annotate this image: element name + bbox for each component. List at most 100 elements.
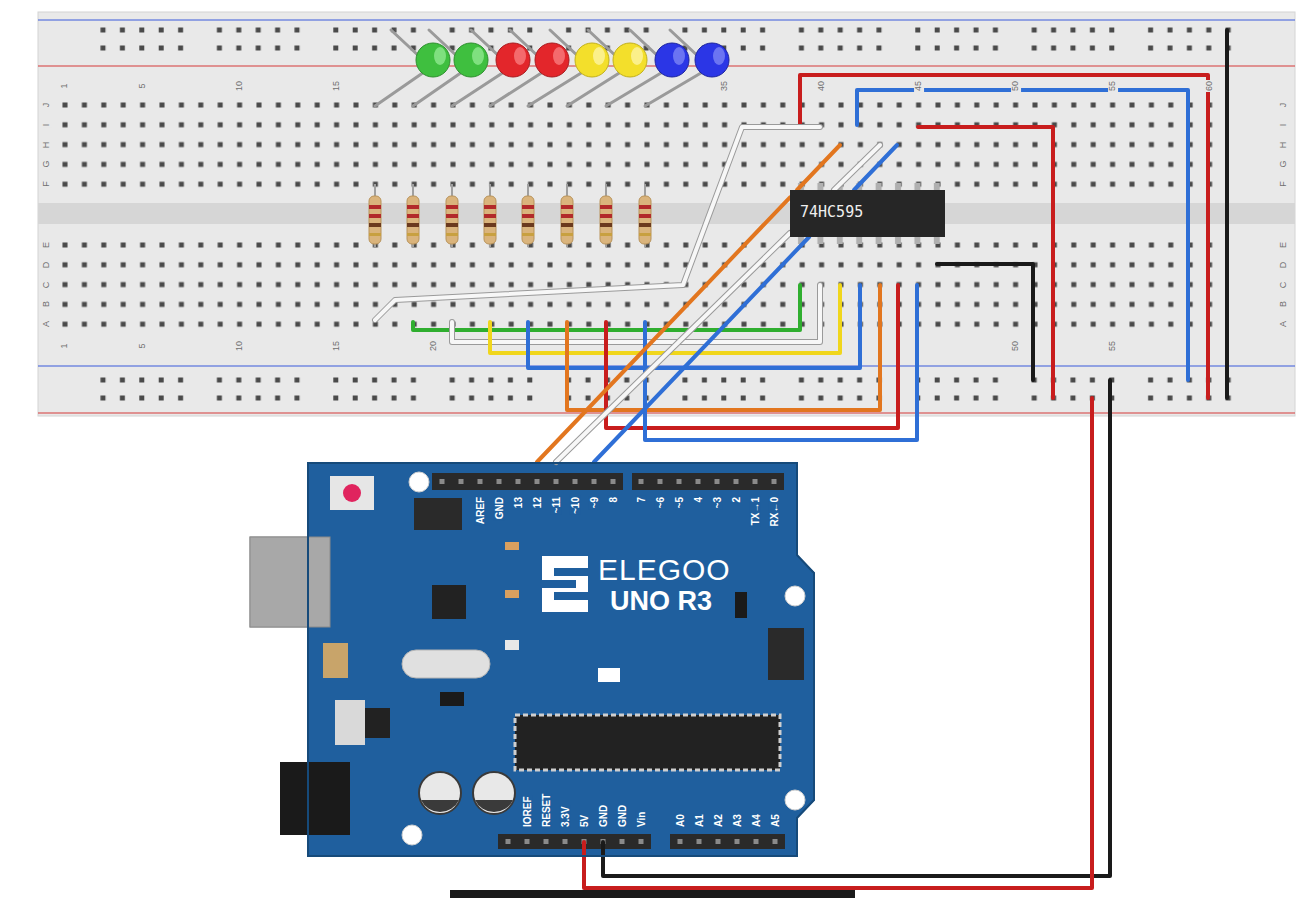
- wire-outline: [375, 127, 820, 320]
- resistor-symbol: [522, 184, 534, 247]
- led-red: [496, 43, 530, 77]
- wires: [375, 30, 1227, 440]
- crystal: [402, 650, 490, 678]
- board-outline: [307, 462, 815, 857]
- pin-label: ~3: [712, 496, 723, 509]
- pin-header: [498, 834, 651, 849]
- pin-label: 12: [532, 496, 543, 509]
- smd-part: [598, 668, 620, 682]
- usb-port: [250, 537, 330, 627]
- row-letter: C: [42, 280, 52, 289]
- row-letter: D: [1279, 261, 1289, 270]
- board-model: UNO R3: [610, 586, 712, 617]
- smd-part: [735, 592, 747, 618]
- led-highlight: [673, 47, 685, 65]
- header-pins: [498, 834, 651, 849]
- board-body: [307, 462, 815, 857]
- pin-label: 5V: [579, 814, 590, 828]
- pin-label: ~6: [655, 496, 666, 509]
- led-yellow: [575, 43, 609, 77]
- column-number: 1: [60, 342, 70, 349]
- smd-part: [505, 640, 519, 650]
- rail-line: [38, 19, 1295, 20]
- led-highlight: [434, 47, 446, 65]
- pin-label: GND: [494, 496, 505, 520]
- capacitor: [473, 772, 515, 814]
- usb-chip: [432, 585, 466, 619]
- brand-name: ELEGOO: [598, 553, 731, 588]
- resistor-symbol: [446, 184, 458, 247]
- led-legs: [375, 30, 706, 106]
- mounting-hole: [785, 586, 805, 606]
- brand-logo: [554, 592, 588, 600]
- icsp-header: [768, 628, 804, 680]
- wire: [606, 285, 898, 428]
- pin-label: 7: [636, 496, 647, 504]
- pin-label: 4: [693, 496, 704, 504]
- led-green: [416, 43, 450, 77]
- column-number: 20: [429, 340, 439, 352]
- pin-header: [670, 834, 785, 849]
- reset-button: [330, 476, 374, 510]
- row-letter: A: [1279, 320, 1289, 328]
- row-letter: E: [1279, 241, 1289, 249]
- column-number: 5: [138, 342, 148, 349]
- pin-label: 13: [513, 496, 524, 509]
- pin-label: TX→1: [750, 496, 761, 526]
- capacitor-mark: [475, 800, 513, 812]
- column-number: 55: [1108, 80, 1118, 92]
- pin-label: A2: [713, 813, 724, 828]
- wire: [584, 398, 1092, 888]
- led-blue: [655, 43, 689, 77]
- row-letter: J: [42, 102, 52, 109]
- row-letter: H: [42, 140, 52, 149]
- row-letter: H: [1279, 140, 1289, 149]
- power-wires: [584, 380, 1110, 888]
- pin-label: Vin: [636, 811, 647, 828]
- center-channel: [38, 203, 1295, 224]
- led-yellow: [613, 43, 647, 77]
- row-letter: D: [42, 261, 52, 270]
- led-highlight: [593, 47, 605, 65]
- row-letter: I: [1279, 123, 1289, 128]
- arduino-board: ELEGOOUNO R3: [307, 462, 815, 857]
- mounting-hole: [402, 825, 422, 845]
- mounting-hole: [785, 790, 805, 810]
- wire-outline: [556, 233, 790, 462]
- led-green: [454, 43, 488, 77]
- row-letter: E: [42, 241, 52, 249]
- column-number: 10: [235, 340, 245, 352]
- pin-label: 8: [608, 496, 619, 504]
- tantalum-capacitor: [323, 643, 348, 678]
- header-pins: [632, 473, 784, 490]
- brand-logo: [542, 556, 588, 612]
- wire-outline: [452, 285, 820, 342]
- row-letter: F: [42, 180, 52, 188]
- pin-label: AREF: [475, 496, 486, 525]
- pin-label: ~9: [589, 496, 600, 509]
- pin-label: A1: [694, 813, 705, 828]
- resistor-symbol: [600, 184, 612, 247]
- column-number: 40: [817, 80, 827, 92]
- wire: [797, 145, 840, 190]
- column-number: 1: [60, 82, 70, 89]
- led-highlight: [713, 47, 725, 65]
- column-number: 60: [1205, 80, 1215, 92]
- header-pins: [670, 834, 785, 849]
- voltage-regulator: [335, 700, 365, 745]
- pin-label: ~11: [551, 496, 562, 514]
- column-number: 15: [332, 80, 342, 92]
- row-letter: B: [1279, 300, 1289, 308]
- reset-button-cap: [343, 484, 361, 502]
- rail-line: [38, 412, 1295, 413]
- power-jack: [280, 762, 350, 835]
- pin-label: GND: [598, 804, 609, 828]
- brand-logo: [554, 568, 588, 576]
- led-highlight: [472, 47, 484, 65]
- smd-part: [440, 692, 464, 706]
- column-number: 50: [1011, 340, 1021, 352]
- wire: [603, 380, 1110, 876]
- ic-chip: 74HC595: [790, 190, 945, 237]
